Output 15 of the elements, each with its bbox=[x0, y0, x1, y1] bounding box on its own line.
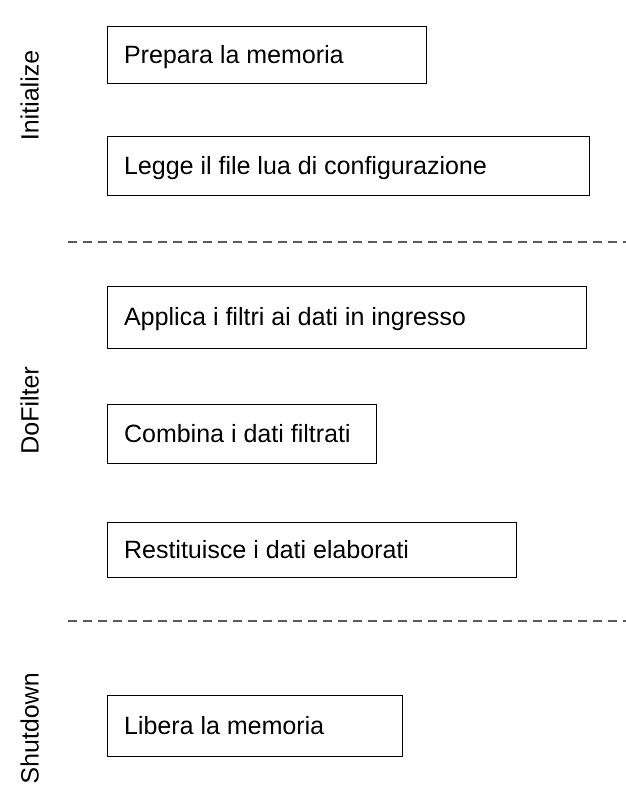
box-text: Restituisce i dati elaborati bbox=[124, 536, 409, 564]
box-text: Legge il file lua di configurazione bbox=[124, 152, 487, 180]
box-text: Applica i filtri ai dati in ingresso bbox=[124, 303, 466, 332]
process-box bbox=[107, 404, 377, 464]
process-box bbox=[107, 136, 590, 196]
phase-label: DoFilter bbox=[16, 366, 46, 454]
process-box bbox=[107, 26, 427, 84]
process-box bbox=[107, 522, 517, 578]
box-text: Libera la memoria bbox=[124, 712, 324, 740]
phase-label: Initialize bbox=[16, 50, 46, 140]
process-box bbox=[107, 286, 587, 349]
phase-label: Shutdown bbox=[16, 672, 46, 784]
process-box bbox=[107, 695, 403, 757]
box-text: Combina i dati filtrati bbox=[124, 420, 350, 448]
box-text: Prepara la memoria bbox=[124, 40, 344, 70]
